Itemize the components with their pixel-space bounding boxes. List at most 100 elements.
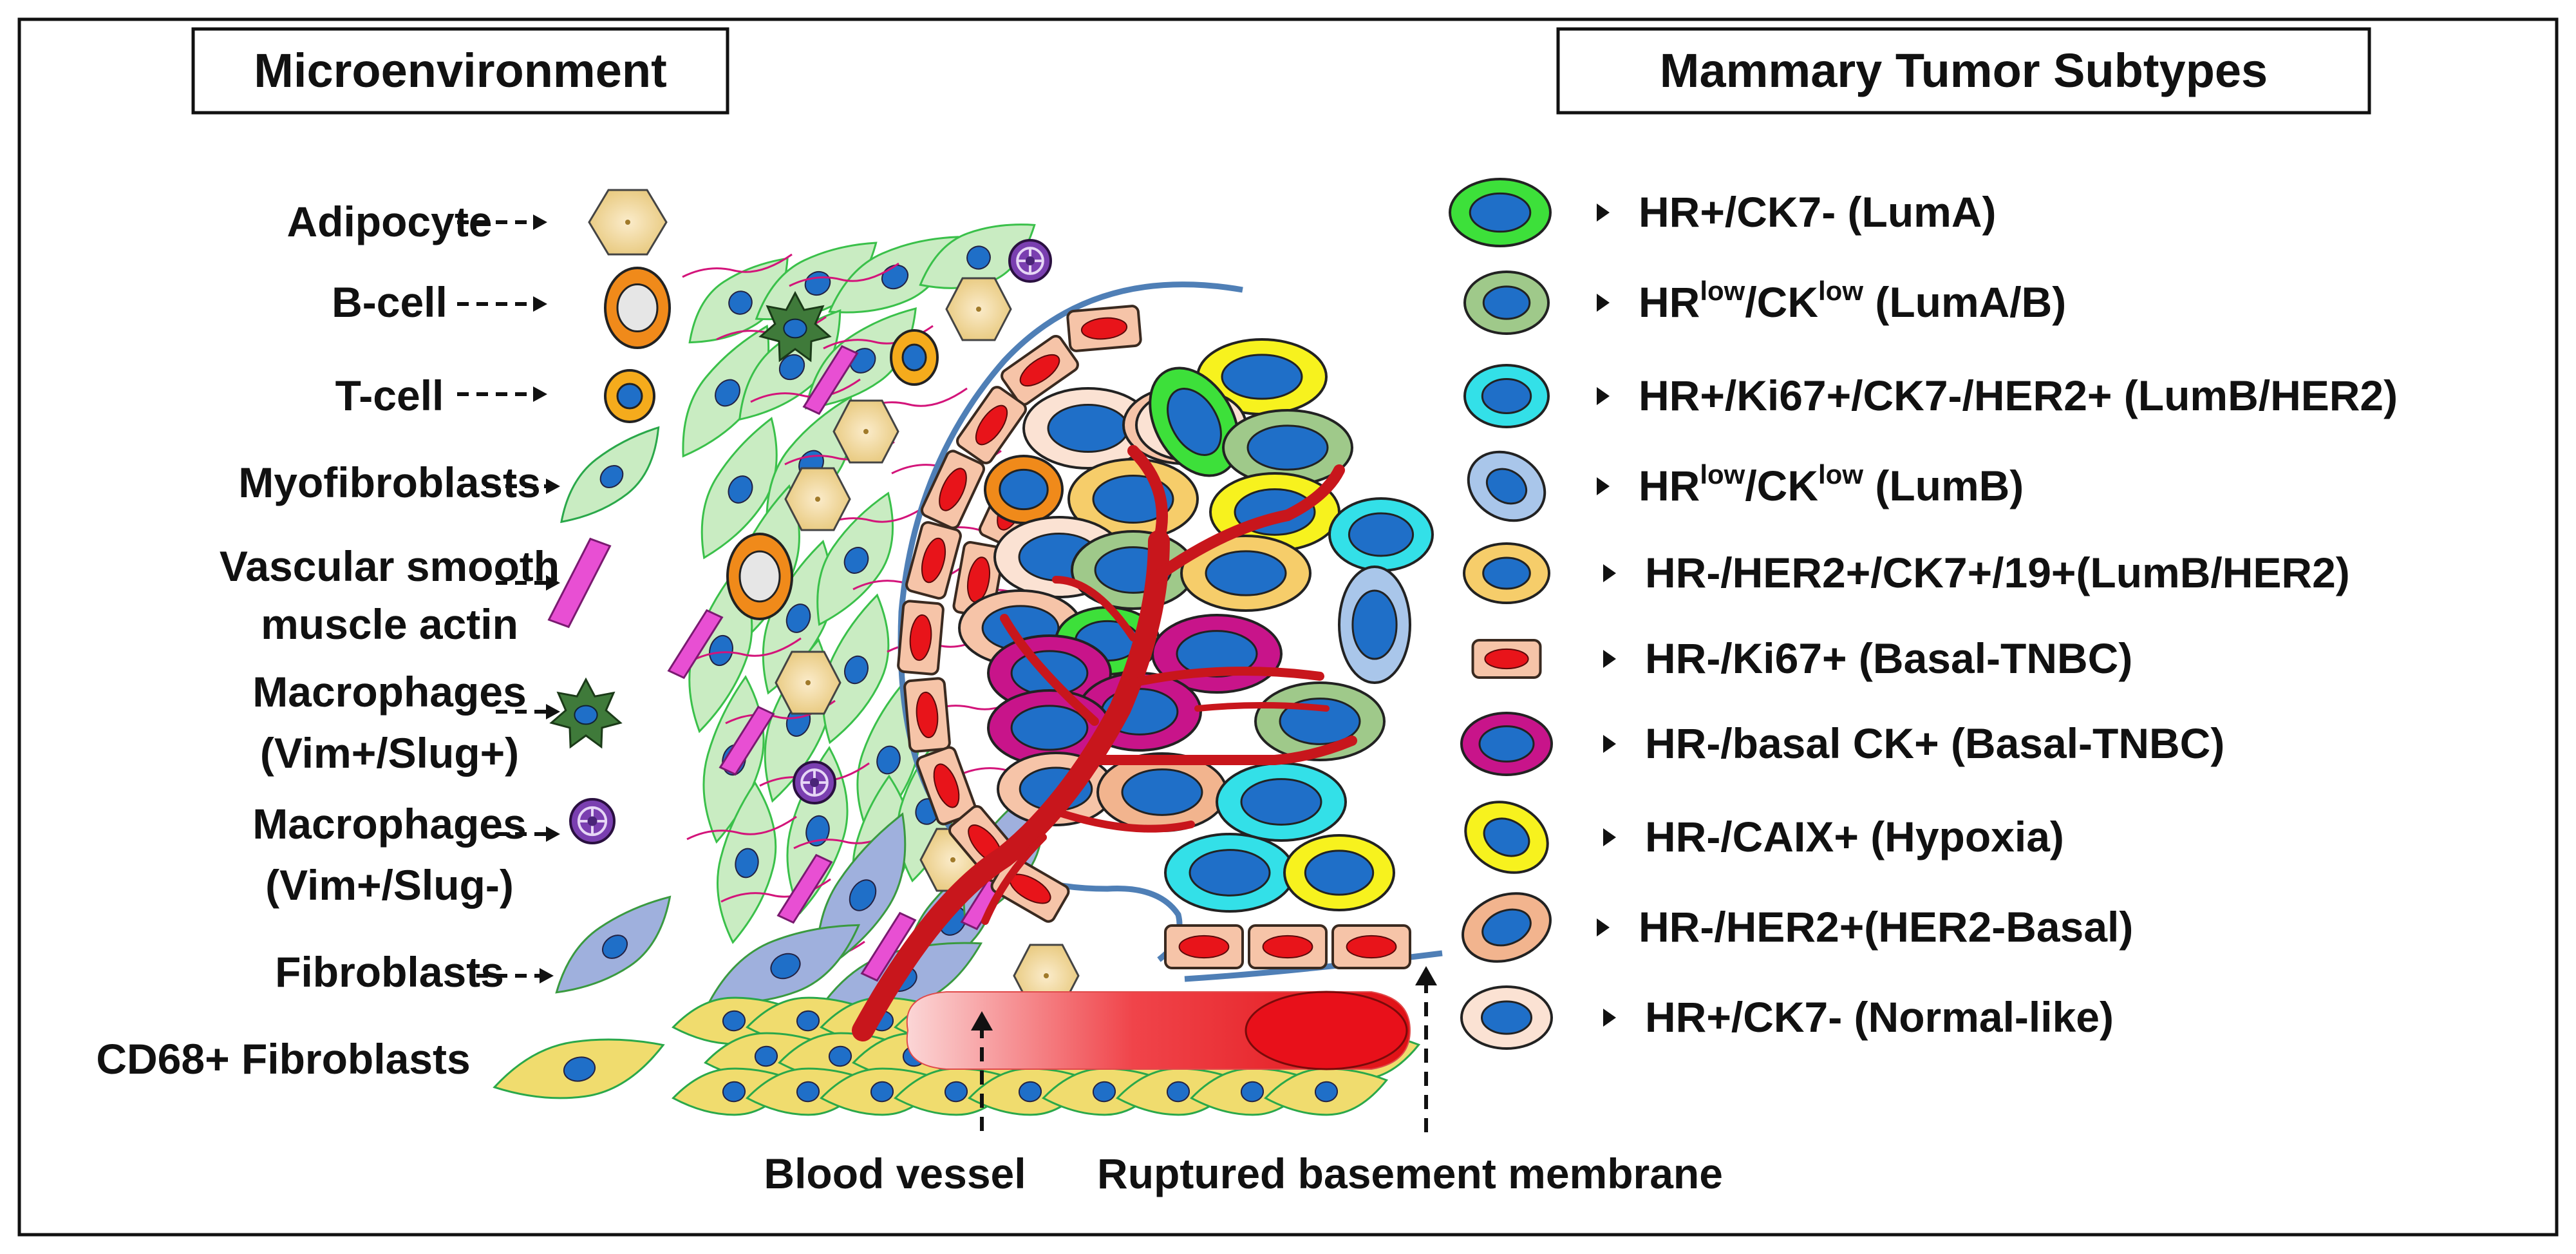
myofibroblast-16 — [856, 682, 920, 837]
subtype-icon-lumb-her2-a — [1463, 364, 1550, 428]
cd68-fibroblast-icon — [493, 1038, 665, 1099]
basal-ki67-cell-1 — [1001, 334, 1079, 406]
subtype-icon-normal-like — [1460, 985, 1553, 1050]
subtype-label-part: /CK — [1745, 462, 1818, 509]
myofibroblast-7 — [700, 417, 778, 560]
macrophage-slug-negative-icon — [569, 798, 616, 844]
basal-ki67-cell-2 — [955, 386, 1028, 464]
subtype-label: HR+/CK7- (LumA) — [1639, 188, 1997, 236]
tumor-subtype-legend: HR+/CK7- (LumA)HRlow/CKlow (LumA/B)HR+/K… — [1449, 178, 2398, 1050]
subtype-row-basal-ki67: HR-/Ki67+ (Basal-TNBC) — [1471, 634, 2132, 682]
basal-ki67-cell-12 — [1164, 924, 1244, 969]
micro-label-vsma: Vascular smooth muscle actin — [220, 542, 560, 648]
myofibroblast-icon — [560, 426, 660, 524]
tumor-cell-24 — [1216, 762, 1347, 842]
micro-label-fibroblasts: Fibroblasts — [275, 948, 554, 996]
vsma-tissue-3 — [776, 853, 833, 924]
b-cell-icon — [604, 267, 671, 349]
basal-ki67-cell-13 — [1248, 924, 1328, 969]
subtype-row-normal-like: HR+/CK7- (Normal-like) — [1460, 985, 2114, 1050]
subtype-row-her2-basal: HR-/HER2+(HER2-Basal) — [1462, 892, 2133, 963]
tumor-cell-10 — [1328, 497, 1434, 572]
micro-label-text: CD68+ Fibroblasts — [96, 1035, 470, 1083]
subtype-icon-basal-ck — [1460, 712, 1553, 776]
subtype-label-part: low — [1818, 459, 1863, 489]
macrophage-neg-tissue-2 — [793, 761, 836, 804]
basal-ki67-cell-0 — [1066, 305, 1142, 352]
subtype-label: HRlow/CKlow (LumB) — [1639, 459, 2024, 509]
subtype-icon-luma — [1449, 178, 1552, 247]
subtype-label-part: HR — [1639, 462, 1700, 509]
subtype-row-lumb-her2-a: HR+/Ki67+/CK7-/HER2+ (LumB/HER2) — [1463, 364, 2398, 428]
tumor-cell-13 — [1180, 535, 1312, 612]
subtype-label-part: low — [1700, 459, 1745, 489]
basal-ki67-cell-7 — [916, 746, 977, 826]
micro-label-text: Myofibroblasts — [238, 459, 540, 506]
subtype-label: HR-/basal CK+ (Basal-TNBC) — [1645, 719, 2224, 767]
subtype-label: HR-/HER2+(HER2-Basal) — [1639, 903, 2133, 951]
cd68-fibroblast-2-8 — [1264, 1067, 1389, 1116]
subtype-label-part: HR+/CK7- (Normal-like) — [1645, 993, 2114, 1041]
subtype-marker — [1603, 564, 1616, 582]
vsma-tissue-1 — [667, 609, 724, 679]
micro-label-tcell: T-cell — [335, 372, 547, 419]
vascular-tree — [852, 445, 1357, 1041]
myofibroblast-17 — [717, 781, 777, 944]
macrophage-slug-positive-icon — [549, 677, 623, 749]
micro-label-bcell: B-cell — [332, 278, 547, 326]
subtype-label-part: HR-/basal CK+ (Basal-TNBC) — [1645, 719, 2224, 767]
microenvironment-title: Microenvironment — [254, 44, 666, 97]
vascular-smooth-muscle-icon — [547, 537, 612, 629]
subtype-label-part: low — [1818, 276, 1863, 306]
subtype-icon-lumb — [1467, 450, 1547, 522]
fibroblast-3 — [708, 924, 861, 1004]
t-cell-tissue — [890, 329, 939, 386]
subtype-label: HR-/HER2+/CK7+/19+(LumB/HER2) — [1645, 549, 2350, 596]
tumor-cell-0 — [1022, 387, 1154, 470]
subtype-label-part: (LumA/B) — [1863, 278, 2066, 326]
micro-label-text: B-cell — [332, 278, 447, 326]
tumor-tissue-illustration — [667, 223, 1443, 1116]
subtype-label-part: /CK — [1745, 278, 1818, 326]
subtype-label: HR+/Ki67+/CK7-/HER2+ (LumB/HER2) — [1639, 372, 2398, 419]
micro-label-cd68: CD68+ Fibroblasts — [96, 1035, 567, 1083]
subtype-label-part: HR+/Ki67+/CK7-/HER2+ (LumB/HER2) — [1639, 372, 2398, 419]
subtype-row-hypoxia: HR-/CAIX+ (Hypoxia) — [1464, 801, 2064, 874]
subtype-label: HR+/CK7- (Normal-like) — [1645, 993, 2114, 1041]
basal-ki67-cell-4 — [905, 521, 962, 600]
subtype-marker — [1597, 294, 1610, 312]
tumor-cell-25 — [1164, 833, 1295, 913]
subtype-label: HRlow/CKlow (LumA/B) — [1639, 276, 2066, 326]
subtype-label-part: (LumB) — [1863, 462, 2024, 509]
basal-ki67-cell-3 — [920, 450, 986, 529]
subtype-icon-hypoxia — [1464, 801, 1549, 874]
subtype-label: HR-/Ki67+ (Basal-TNBC) — [1645, 634, 2132, 682]
tumor-cell-26 — [1283, 834, 1395, 911]
subtype-marker — [1597, 477, 1610, 495]
macrophage-neg-tissue-1 — [1008, 239, 1052, 283]
subtype-label-part: HR-/HER2+(HER2-Basal) — [1639, 903, 2133, 951]
subtype-marker — [1603, 735, 1616, 753]
t-cell-icon — [604, 369, 655, 423]
subtype-label-part: HR+/CK7- (LumA) — [1639, 188, 1997, 236]
micro-label-text: T-cell — [335, 372, 444, 419]
basement-membrane-label: Ruptured basement membrane — [1097, 1150, 1723, 1197]
subtype-label-part: HR-/CAIX+ (Hypoxia) — [1645, 813, 2064, 860]
microenvironment-labels: AdipocyteB-cellT-cellMyofibroblastsVascu… — [96, 198, 567, 1083]
macrophage-tissue — [758, 290, 832, 363]
subtype-label-part: HR-/HER2+/CK7+/19+(LumB/HER2) — [1645, 549, 2350, 596]
micro-label-text: muscle actin — [261, 600, 518, 648]
microenvironment-icons — [493, 189, 672, 1099]
micro-label-text: (Vim+/Slug+) — [260, 729, 519, 777]
micro-label-text: Fibroblasts — [275, 948, 504, 996]
microenvironment-title-box: Microenvironment — [191, 27, 729, 115]
tumor-cell-5 — [1149, 366, 1240, 477]
subtype-label-part: HR-/Ki67+ (Basal-TNBC) — [1645, 634, 2132, 682]
subtype-row-lumab: HRlow/CKlow (LumA/B) — [1463, 271, 2066, 335]
micro-label-text: (Vim+/Slug-) — [265, 861, 514, 909]
micro-label-text: Vascular smooth — [220, 542, 559, 590]
tumor-cell-7 — [984, 455, 1064, 524]
basal-ki67-cell-5 — [897, 600, 945, 676]
subtype-row-lumb: HRlow/CKlow (LumB) — [1467, 450, 2024, 522]
